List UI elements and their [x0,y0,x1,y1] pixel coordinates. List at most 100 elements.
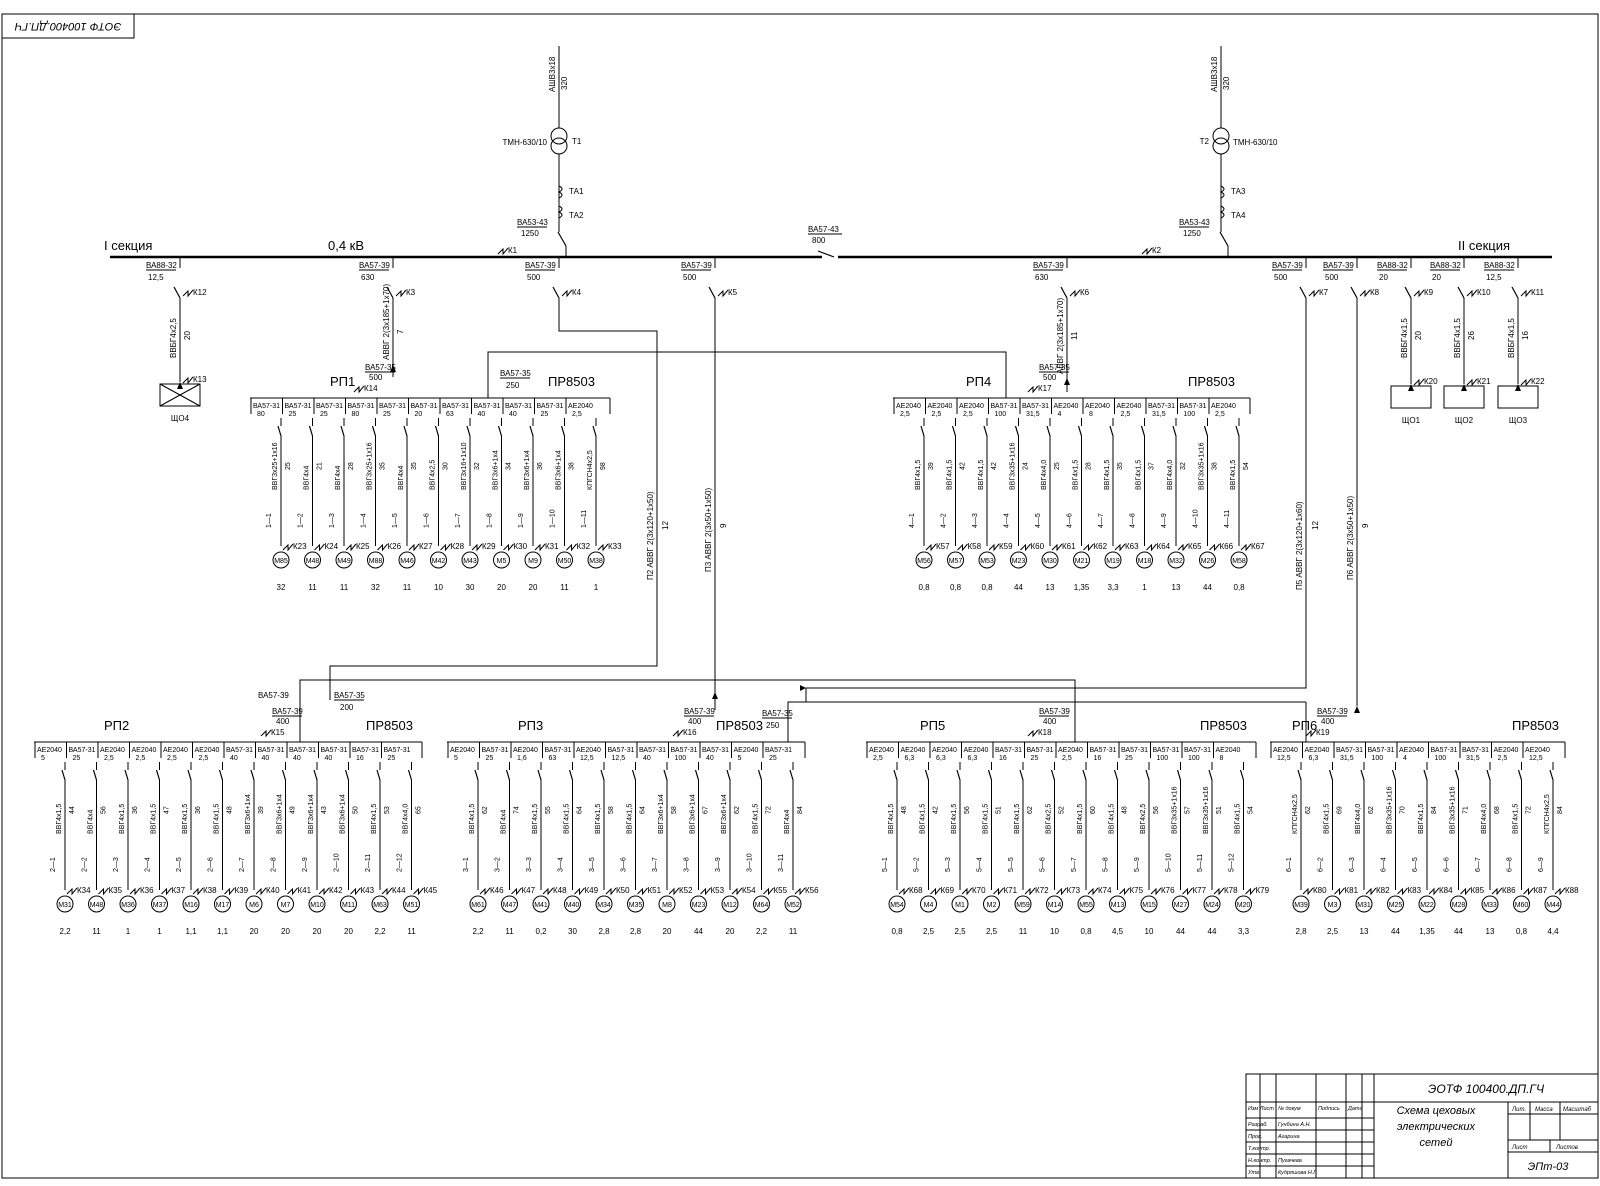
panel-2-branch-7-length: 35 [1117,462,1124,470]
panel-2-branch-11-switch [1235,425,1240,437]
panel-6-branch-3-fault: К82 [1376,886,1390,895]
bus-section-2-label: II секция [1458,238,1510,253]
panel-4-branch-7-length: 58 [671,806,678,814]
panel-4-branch-3-breaker: АЕ2040 [513,747,538,754]
panel-4-branch-6-rating: 12,5 [612,755,626,762]
panel-2-branch-10-cable: ВВГ3х35+1х16 [1199,442,1206,490]
panel-2-branch-2-switch [951,425,957,437]
panel-6-branch-8-cable: ВВГ4х1,5 [1513,804,1520,834]
panel-3-branch-7-switch [250,769,255,781]
panel-3-type: ПР8503 [366,718,413,733]
feeder-rating-5: 630 [1035,273,1049,282]
panel-5-branch-3-rating: 6,3 [936,755,946,762]
title-row-cell: Утв. [1247,1170,1261,1176]
transformer-name-2: Т2 [1200,137,1210,146]
panel-5-branch-12-power: 3,3 [1238,927,1250,936]
panel-4-branch-4-breaker: ВА57-31 [545,747,572,754]
panel-4-branch-2-rating: 25 [486,755,494,762]
panel-1-branch-6-line: 1—6 [424,513,431,528]
panel-1-branch-6-fault: К28 [451,542,465,551]
panel-4-branch-1-length: 62 [482,806,489,814]
panel-3-branch-6-cable: ВВГ4х1,5 [214,804,221,834]
trunk-k6-cable: АВВГ 2(3х185+1х70) [1056,298,1065,374]
panel-5-branch-8-rating: 16 [1094,755,1102,762]
panel-4-branch-4-motor-symbol [564,895,581,913]
panel-4-branch-10-line: 3—10 [747,853,754,872]
panel-1-branch-1-cable: ВВГ3х25+1х16 [272,442,279,490]
panel-6-branch-8-switch [1517,769,1523,781]
panel-3-branch-6-rating: 2,5 [199,755,209,762]
panel-2-branch-11-length: 54 [1243,462,1250,470]
panel-4-branch-6-length: 64 [640,806,647,814]
panel-6-branch-8-power: 0,8 [1516,927,1528,936]
feeder-fault-К20: К20 [1424,377,1438,386]
panel-3-branch-9-motor-symbol [308,895,326,913]
panel-6-branch-5-switch [1423,769,1428,781]
panel-2-branch-1-length: 39 [928,462,935,470]
fault-k2: К2 [1152,246,1162,255]
panel-3-branch-9-breaker: ВА57-31 [289,747,316,754]
panel-6-branch-1-fault: К80 [1313,886,1327,895]
panel-3-branch-7-motor: М6 [249,902,259,909]
panel-1-branch-8-rating: 40 [478,411,486,418]
panel-6-branch-4-switch [1391,769,1397,781]
panel-6-branch-7-motor-symbol [1481,895,1499,913]
panel-1-branch-11-breaker: АЕ2040 [568,403,593,410]
panel-2-branch-1-cable: ВВГ4х1,5 [915,460,922,490]
panel-6-branch-2-line: 6—2 [1318,857,1325,872]
panel-5-branch-4-rating: 6,3 [968,755,978,762]
panel-6-branch-5-line: 6—5 [1412,857,1419,872]
panel-1-branch-3-power: 11 [340,583,349,592]
current-transformer-label-a: ТА3 [1231,187,1246,196]
panel-2-branch-10-length: 38 [1212,462,1219,470]
panel-6-branch-3-breaker: ВА57-31 [1336,747,1363,754]
panel-5-branch-12-fault-mark [1245,887,1256,896]
feeder-rating-10: 12,5 [1486,273,1502,282]
trunk-k7-arrow [800,685,806,691]
panel-4-branch-3-motor-symbol [532,895,550,913]
panel-4-branch-10-breaker: АЕ2040 [734,747,759,754]
panel-4-branch-5-breaker: АЕ2040 [576,747,601,754]
panel-6-branch-6-fault-mark [1460,887,1471,896]
panel-2-branch-1-motor: М56 [917,558,931,565]
panel-4-branch-2-motor-symbol [501,895,518,913]
panel-2-branch-9-motor-symbol [1167,551,1185,569]
panel-4-branch-10-fault-mark [763,887,774,896]
panel-4-branch-3-cable: ВВГ4х1,5 [532,804,539,834]
feeder-breaker-symbol [1299,286,1307,299]
panel-4-branch-7-cable: ВВГ3х6+1х4 [658,794,665,834]
panel-1-branch-2-switch [308,425,314,437]
panel-4-branch-11-rating: 25 [769,755,777,762]
panel-1-branch-5-fault: К27 [419,542,433,551]
panel-5-branch-11-line: 5—11 [1197,854,1204,872]
feeder-breaker-5: ВА57-39 [1033,261,1064,270]
panel-2-branch-5-fault-mark [1051,543,1063,552]
panel-4-branch-10-cable: ВВГ4х1,5 [753,804,760,834]
panel-6-branch-7-power: 13 [1486,927,1495,936]
panel-3-branch-4-cable: ВВГ4х1,5 [151,804,158,834]
feeder-length-К12: 20 [183,331,192,340]
panel-1-branch-6-length: 30 [443,462,450,470]
panel-5-branch-2-motor-symbol [920,895,937,913]
panel-4-branch-11-motor: М52 [786,902,800,909]
panel-5-branch-2-fault: К69 [941,886,955,895]
panel-4-branch-8-fault-mark [700,887,711,896]
panel-4-branch-5-motor: М34 [597,902,611,909]
panel-1-branch-11-motor: М38 [589,558,603,565]
panel-6-branch-6-power: 44 [1454,927,1463,936]
panel-2-branch-7-motor: М19 [1106,558,1120,565]
panel-4-branch-7-switch [663,769,668,781]
panel-1-branch-2-breaker: ВА57-31 [285,403,312,410]
panel-1-branch-5-rating: 25 [383,411,391,418]
panel-1-branch-9-switch [529,425,534,437]
panel-6-branch-5-motor-symbol [1418,895,1436,913]
feeder-cable-К11: ВВБГ4х1,5 [1507,318,1516,358]
panel-1-branch-8-line: 1—8 [487,513,494,528]
panel-3-branch-9-switch [313,769,318,781]
panel-1-branch-6-switch [434,425,440,437]
panel-1-branch-4-switch [371,425,377,437]
panel-4-branch-5-fault-mark [605,887,617,896]
feeder-fault-К22-mark [1520,378,1532,387]
panel-5-branch-8-fault: К75 [1130,886,1144,895]
panel-3-branch-7-power: 20 [250,927,259,936]
